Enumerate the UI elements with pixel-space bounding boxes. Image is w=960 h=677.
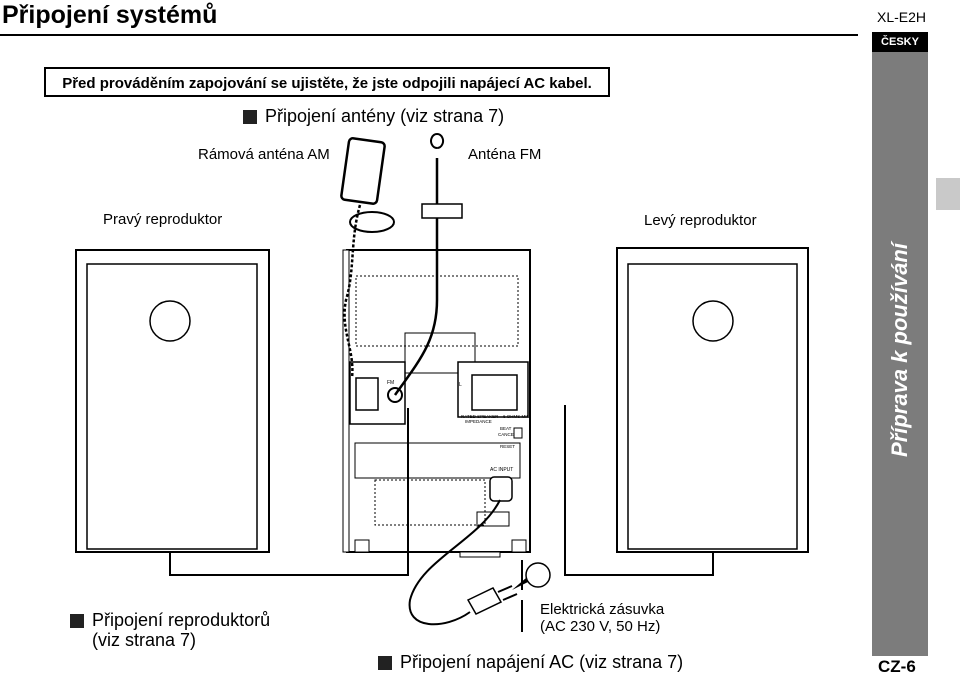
left-speaker bbox=[616, 247, 809, 553]
right-speaker-label: Pravý reproduktor bbox=[103, 211, 223, 228]
outlet-label-line1: Elektrická zásuvka bbox=[540, 601, 665, 618]
antenna-heading-text: Připojení antény (viz strana 7) bbox=[265, 106, 505, 126]
chapter-band bbox=[872, 52, 928, 656]
chapter-label: Příprava k používání bbox=[887, 243, 912, 457]
speaker-mount-icon bbox=[692, 300, 734, 342]
language-tab: ČESKY bbox=[872, 32, 928, 52]
reset-label: RESET bbox=[500, 444, 515, 449]
speaker-mount-icon bbox=[149, 300, 191, 342]
rated-label: RATED SPEAKER bbox=[461, 414, 499, 419]
page-number: CZ-6 bbox=[878, 657, 916, 676]
thumb-index bbox=[936, 178, 960, 210]
square-bullet-icon bbox=[378, 656, 392, 670]
speaker-heading: Připojení reproduktorů (viz strana 7) bbox=[70, 610, 270, 650]
outlet-label-line2: (AC 230 V, 50 Hz) bbox=[540, 618, 661, 635]
fm-jack-label: FM bbox=[387, 380, 394, 386]
antenna-heading: Připojení antény (viz strana 7) bbox=[243, 106, 504, 127]
cancel-label: CANCEL bbox=[498, 432, 517, 437]
am-antenna-label: Rámová anténa AM bbox=[198, 146, 330, 163]
warning-box: Před prováděním zapojování se ujistěte, … bbox=[44, 67, 610, 97]
power-heading-text: Připojení napájení AC (viz strana 7) bbox=[400, 652, 684, 672]
model-name: XL-E2H bbox=[877, 9, 927, 25]
fm-antenna bbox=[393, 133, 463, 396]
square-bullet-icon bbox=[70, 614, 84, 628]
ohms-label: 6 OHMS MIN. bbox=[503, 414, 531, 419]
power-plug bbox=[466, 585, 518, 615]
ac-input-socket bbox=[489, 476, 513, 502]
title-rule bbox=[0, 34, 858, 36]
speaker-heading-line1: Připojení reproduktorů bbox=[92, 610, 271, 630]
fm-antenna-label: Anténa FM bbox=[468, 146, 542, 163]
outlet-label: Elektrická zásuvka (AC 230 V, 50 Hz) bbox=[540, 601, 664, 635]
left-speaker-label: Levý reproduktor bbox=[644, 212, 757, 229]
page-title: Připojení systémů bbox=[2, 1, 218, 29]
ac-input-label: AC INPUT bbox=[490, 467, 513, 473]
speaker-heading-line2: (viz strana 7) bbox=[92, 630, 197, 650]
connection-diagram: FM L RATED SPEAKER IMPEDANCE 6 OHMS MIN.… bbox=[75, 133, 809, 632]
am-loop-antenna bbox=[340, 137, 395, 379]
l-channel-label: L bbox=[459, 382, 462, 388]
power-heading: Připojení napájení AC (viz strana 7) bbox=[378, 652, 683, 673]
beat-label: BEAT bbox=[500, 426, 512, 431]
square-bullet-icon bbox=[243, 110, 257, 124]
wall-outlet-icon bbox=[525, 562, 551, 588]
right-speaker bbox=[75, 249, 270, 553]
impedance-label: IMPEDANCE bbox=[465, 419, 492, 424]
